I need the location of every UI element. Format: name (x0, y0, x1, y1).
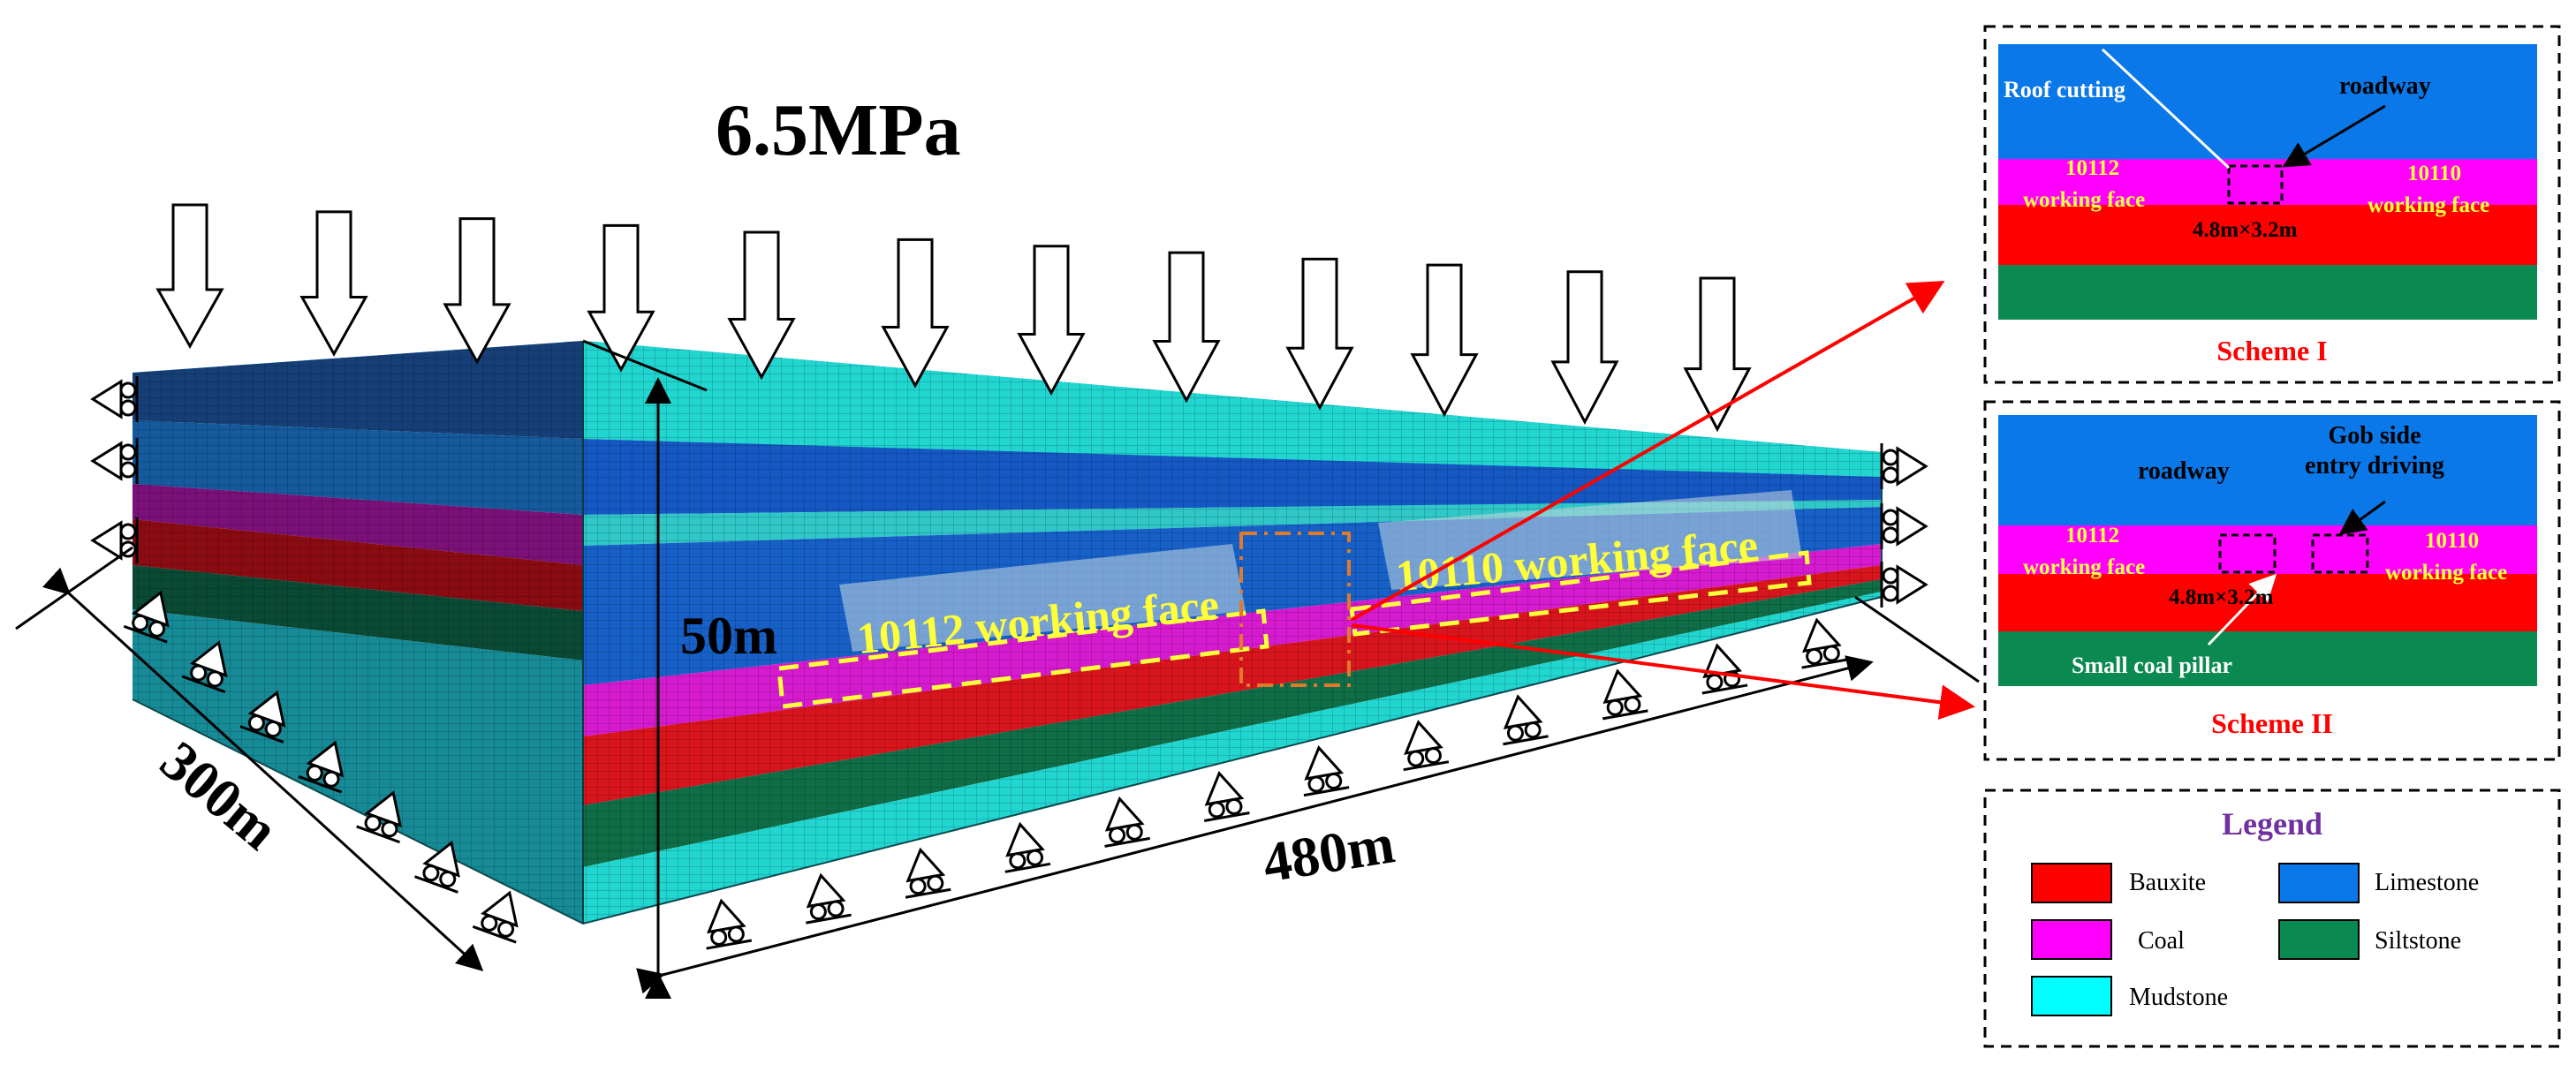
scheme1-limestone (1998, 44, 2537, 159)
roller-support (1701, 643, 1748, 695)
svg-text:Coal: Coal (2138, 927, 2185, 955)
height-dimension-label: 50m (680, 607, 777, 665)
scheme1-roadway-label: roadway (2339, 72, 2431, 100)
roller-support (1503, 694, 1549, 746)
legend-panel: Legend Bauxite Limestone Coal Siltstone … (1983, 789, 2561, 1048)
load-arrow (1410, 263, 1479, 418)
legend-swatch-limestone (2278, 863, 2360, 903)
load-arrow (443, 217, 511, 365)
scheme1-roadway-box (2227, 164, 2284, 205)
scheme2-face-right-line1: 10110 (2425, 529, 2479, 553)
scheme2-section-label: 4.8m×3.2m (2169, 585, 2274, 609)
roller-support (1004, 821, 1051, 873)
scheme1-siltstone (1998, 265, 2537, 320)
roller-support (706, 898, 753, 950)
roller-support (905, 847, 951, 899)
legend-item-bauxite: Bauxite (2031, 863, 2206, 903)
scheme2-face-left-line1: 10112 (2065, 524, 2119, 547)
model-left-face (133, 341, 583, 924)
roller-support (1303, 745, 1350, 797)
scheme1-face-right-line1: 10110 (2407, 162, 2461, 185)
roller-support (1880, 503, 1928, 549)
load-arrow (155, 203, 224, 350)
roller-support (1203, 770, 1250, 822)
scheme2-face-right-line2: working face (2385, 561, 2507, 585)
legend-swatch-siltstone (2278, 919, 2360, 960)
legend-swatch-mudstone (2031, 976, 2112, 1016)
load-arrow (1017, 245, 1086, 396)
scheme2-gob-entry-box (2311, 533, 2369, 574)
scheme2-siltstone (1998, 631, 2537, 686)
callout-arrow-scheme1 (1351, 281, 1945, 622)
legend-item-coal: Coal (2031, 919, 2185, 960)
scheme2-limestone (1998, 415, 2537, 525)
scheme1-face-right-line2: working face (2368, 193, 2489, 217)
face-outline-right (1349, 550, 1812, 637)
load-arrow (881, 238, 950, 389)
scheme2-coal (1998, 525, 2537, 574)
scheme2-face-left-line2: working face (2023, 555, 2145, 579)
svg-text:Mudstone: Mudstone (2129, 984, 2228, 1011)
face-outline-left (777, 608, 1269, 709)
legend-swatch-bauxite (2031, 863, 2112, 903)
scheme2-gob-line2: entry driving (2305, 452, 2444, 479)
roller-support (90, 517, 139, 563)
svg-text:Bauxite: Bauxite (2129, 869, 2206, 896)
roller-support (806, 872, 852, 925)
svg-text:Siltstone: Siltstone (2375, 927, 2461, 955)
scheme1-face-left-line1: 10112 (2065, 156, 2119, 180)
roadway-zone-box (1239, 532, 1351, 687)
load-arrow (1550, 270, 1619, 426)
roller-support (1602, 668, 1648, 721)
load-arrow (299, 210, 368, 357)
roller-support (90, 438, 139, 484)
callout-arrow-scheme2 (1351, 623, 1975, 721)
legend-title: Legend (2222, 806, 2322, 842)
roller-support (472, 890, 519, 944)
scheme1-roof-cutting-label: Roof cutting (2004, 77, 2125, 102)
load-label: 6.5MPa (716, 89, 961, 171)
roller-support (1801, 617, 1848, 669)
roller-support (1880, 562, 1928, 608)
load-arrow (1285, 257, 1354, 411)
scheme1-face-left-line2: working face (2023, 188, 2145, 212)
scheme1-title: Scheme I (2216, 335, 2327, 366)
roller-support (90, 376, 139, 422)
scheme1-section-label: 4.8m×3.2m (2193, 218, 2298, 242)
load-arrow (587, 223, 655, 373)
scheme2-pillar-label: Small coal pillar (2072, 653, 2232, 678)
scheme1-bauxite (1998, 205, 2537, 265)
numerical-model: 6.5MPa 50m 300m 480m 10112 working face … (15, 89, 1980, 999)
legend-item-mudstone: Mudstone (2031, 976, 2228, 1016)
roller-support (1403, 720, 1450, 772)
legend-item-limestone: Limestone (2278, 863, 2479, 903)
scheme2-gob-line1: Gob side (2328, 422, 2421, 449)
load-arrow (727, 230, 796, 381)
roller-support (1104, 796, 1150, 848)
load-arrow (1152, 251, 1221, 404)
scheme2-panel: roadway Gob side entry driving 10112 wor… (1983, 400, 2561, 761)
legend-item-siltstone: Siltstone (2278, 919, 2461, 960)
svg-text:Limestone: Limestone (2375, 869, 2479, 896)
length-dimension-label: 480m (1259, 812, 1399, 894)
legend-swatch-coal (2031, 919, 2112, 960)
load-arrows (155, 203, 1752, 433)
roller-support (1880, 443, 1928, 489)
scheme2-title: Scheme II (2211, 707, 2333, 739)
length-dimension-line (636, 655, 1874, 994)
scheme1-panel: Roof cutting roadway 10112 working face … (1983, 25, 2561, 384)
scheme2-roadway-box (2218, 533, 2277, 574)
load-arrow (1683, 276, 1752, 433)
width-dimension-line (42, 567, 484, 972)
scheme2-roadway-label: roadway (2138, 457, 2230, 485)
